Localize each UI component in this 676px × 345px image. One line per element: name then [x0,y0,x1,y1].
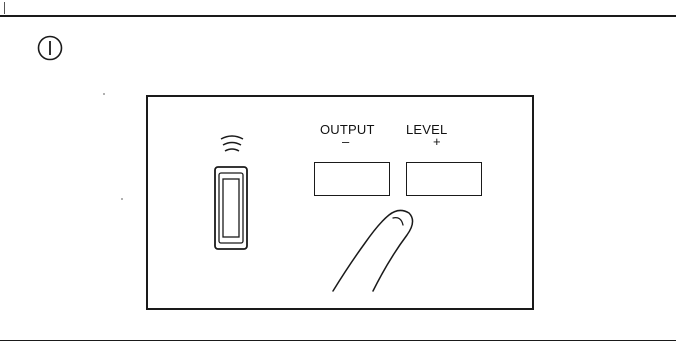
level-label: LEVEL [406,123,447,137]
step-one-icon [36,34,64,62]
remote-control-icon [208,131,256,253]
bottom-rule [0,340,676,341]
corner-tick [4,2,5,14]
signal-waves-icon [221,136,243,151]
control-panel: OUTPUT LEVEL – + [146,95,534,310]
scan-speck [121,198,123,200]
minus-sign: – [342,135,349,148]
output-level-up-button[interactable] [406,162,482,196]
scan-speck [103,93,105,95]
plus-sign: + [433,135,441,148]
top-rule [0,15,676,17]
pressing-finger-icon [323,205,423,295]
output-level-down-button[interactable] [314,162,390,196]
